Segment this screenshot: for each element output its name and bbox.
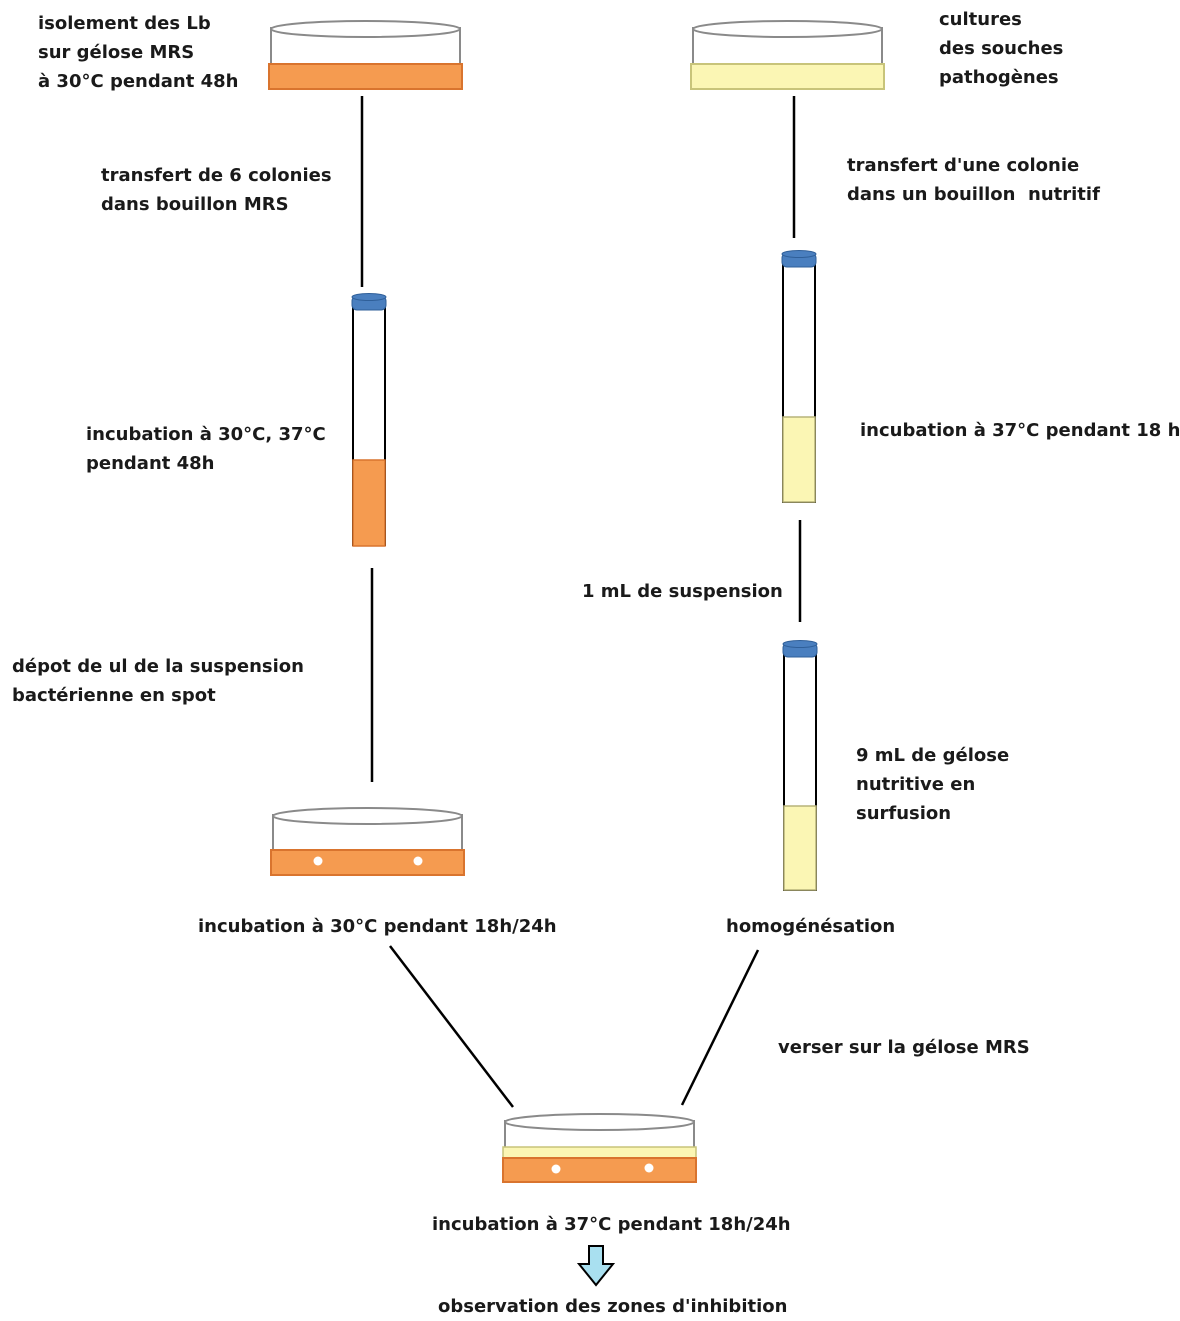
petri-dish-pathogen-cultures bbox=[690, 20, 885, 90]
bacterial-spot bbox=[313, 856, 323, 866]
text-line: verser sur la gélose MRS bbox=[778, 1037, 1030, 1058]
connector-line bbox=[680, 949, 760, 1106]
nutrient-agar-liquid bbox=[783, 805, 817, 891]
text-line: nutritive en bbox=[856, 774, 976, 795]
label-final-incubation: incubation à 37°C pendant 18h/24h bbox=[432, 1210, 791, 1239]
label-homogenization: homogénésation bbox=[726, 912, 895, 941]
nutrient-agar-overlay bbox=[502, 1146, 697, 1159]
text-line: 9 mL de gélose bbox=[856, 745, 1010, 766]
label-lb-isolation: isolement des Lb sur gélose MRS à 30°C p… bbox=[38, 9, 238, 96]
label-incubation-mrs-broth: incubation à 30°C, 37°C pendant 48h bbox=[86, 420, 326, 478]
bacterial-spot bbox=[413, 856, 423, 866]
label-observation: observation des zones d'inhibition bbox=[438, 1292, 787, 1321]
label-suspension-volume: 1 mL de suspension bbox=[582, 577, 783, 606]
mrs-broth-liquid bbox=[352, 459, 386, 547]
bacterial-spot bbox=[644, 1163, 654, 1173]
text-line: pendant 48h bbox=[86, 453, 215, 474]
petri-dish-double-layer bbox=[502, 1113, 697, 1183]
mrs-agar-medium bbox=[502, 1157, 697, 1183]
text-line: à 30°C pendant 48h bbox=[38, 71, 239, 92]
text-line: transfert de 6 colonies bbox=[101, 165, 332, 186]
down-arrow-icon bbox=[576, 1245, 616, 1287]
text-line: surfusion bbox=[856, 803, 952, 824]
mrs-agar-medium bbox=[268, 63, 463, 90]
text-line: incubation à 30°C pendant 18h/24h bbox=[198, 916, 557, 937]
text-line: 1 mL de suspension bbox=[582, 581, 783, 602]
label-transfer-colonies: transfert de 6 colonies dans bouillon MR… bbox=[101, 161, 332, 219]
text-line: dans bouillon MRS bbox=[101, 194, 289, 215]
text-line: incubation à 37°C pendant 18 h bbox=[860, 420, 1180, 441]
label-nutrient-agar: 9 mL de gélose nutritive en surfusion bbox=[856, 741, 1009, 828]
nutrient-broth-liquid bbox=[782, 416, 816, 503]
connector-line bbox=[389, 945, 514, 1108]
tube-nutrient-broth bbox=[781, 250, 817, 503]
text-line: transfert d'une colonie bbox=[847, 155, 1080, 176]
text-line: dépot de ul de la suspension bbox=[12, 656, 304, 677]
petri-dish-mrs-spots bbox=[270, 807, 465, 876]
label-pathogen-cultures: cultures des souches pathogènes bbox=[939, 5, 1063, 92]
text-line: des souches bbox=[939, 38, 1064, 59]
text-line: sur gélose MRS bbox=[38, 42, 195, 63]
text-line: incubation à 30°C, 37°C bbox=[86, 424, 326, 445]
tube-nutrient-agar bbox=[782, 640, 818, 891]
label-incubation-nutrient-broth: incubation à 37°C pendant 18 h bbox=[860, 416, 1180, 445]
text-line: cultures bbox=[939, 9, 1022, 30]
nutrient-agar-medium bbox=[690, 63, 885, 90]
tube-mrs-broth bbox=[351, 293, 387, 547]
text-line: bactérienne en spot bbox=[12, 685, 216, 706]
text-line: homogénésation bbox=[726, 916, 896, 937]
label-transfer-one-colony: transfert d'une colonie dans un bouillon… bbox=[847, 151, 1100, 209]
bacterial-spot bbox=[551, 1164, 561, 1174]
text-line: pathogènes bbox=[939, 67, 1059, 88]
petri-dish-lb-isolation bbox=[268, 20, 463, 90]
text-line: incubation à 37°C pendant 18h/24h bbox=[432, 1214, 791, 1235]
text-line: observation des zones d'inhibition bbox=[438, 1296, 788, 1317]
label-pour-on-mrs: verser sur la gélose MRS bbox=[778, 1033, 1030, 1062]
mrs-agar-medium bbox=[270, 849, 465, 876]
label-incubation-plate: incubation à 30°C pendant 18h/24h bbox=[198, 912, 557, 941]
text-line: isolement des Lb bbox=[38, 13, 211, 34]
label-spot-deposit: dépot de ul de la suspension bactérienne… bbox=[12, 652, 304, 710]
text-line: dans un bouillon nutritif bbox=[847, 184, 1100, 205]
